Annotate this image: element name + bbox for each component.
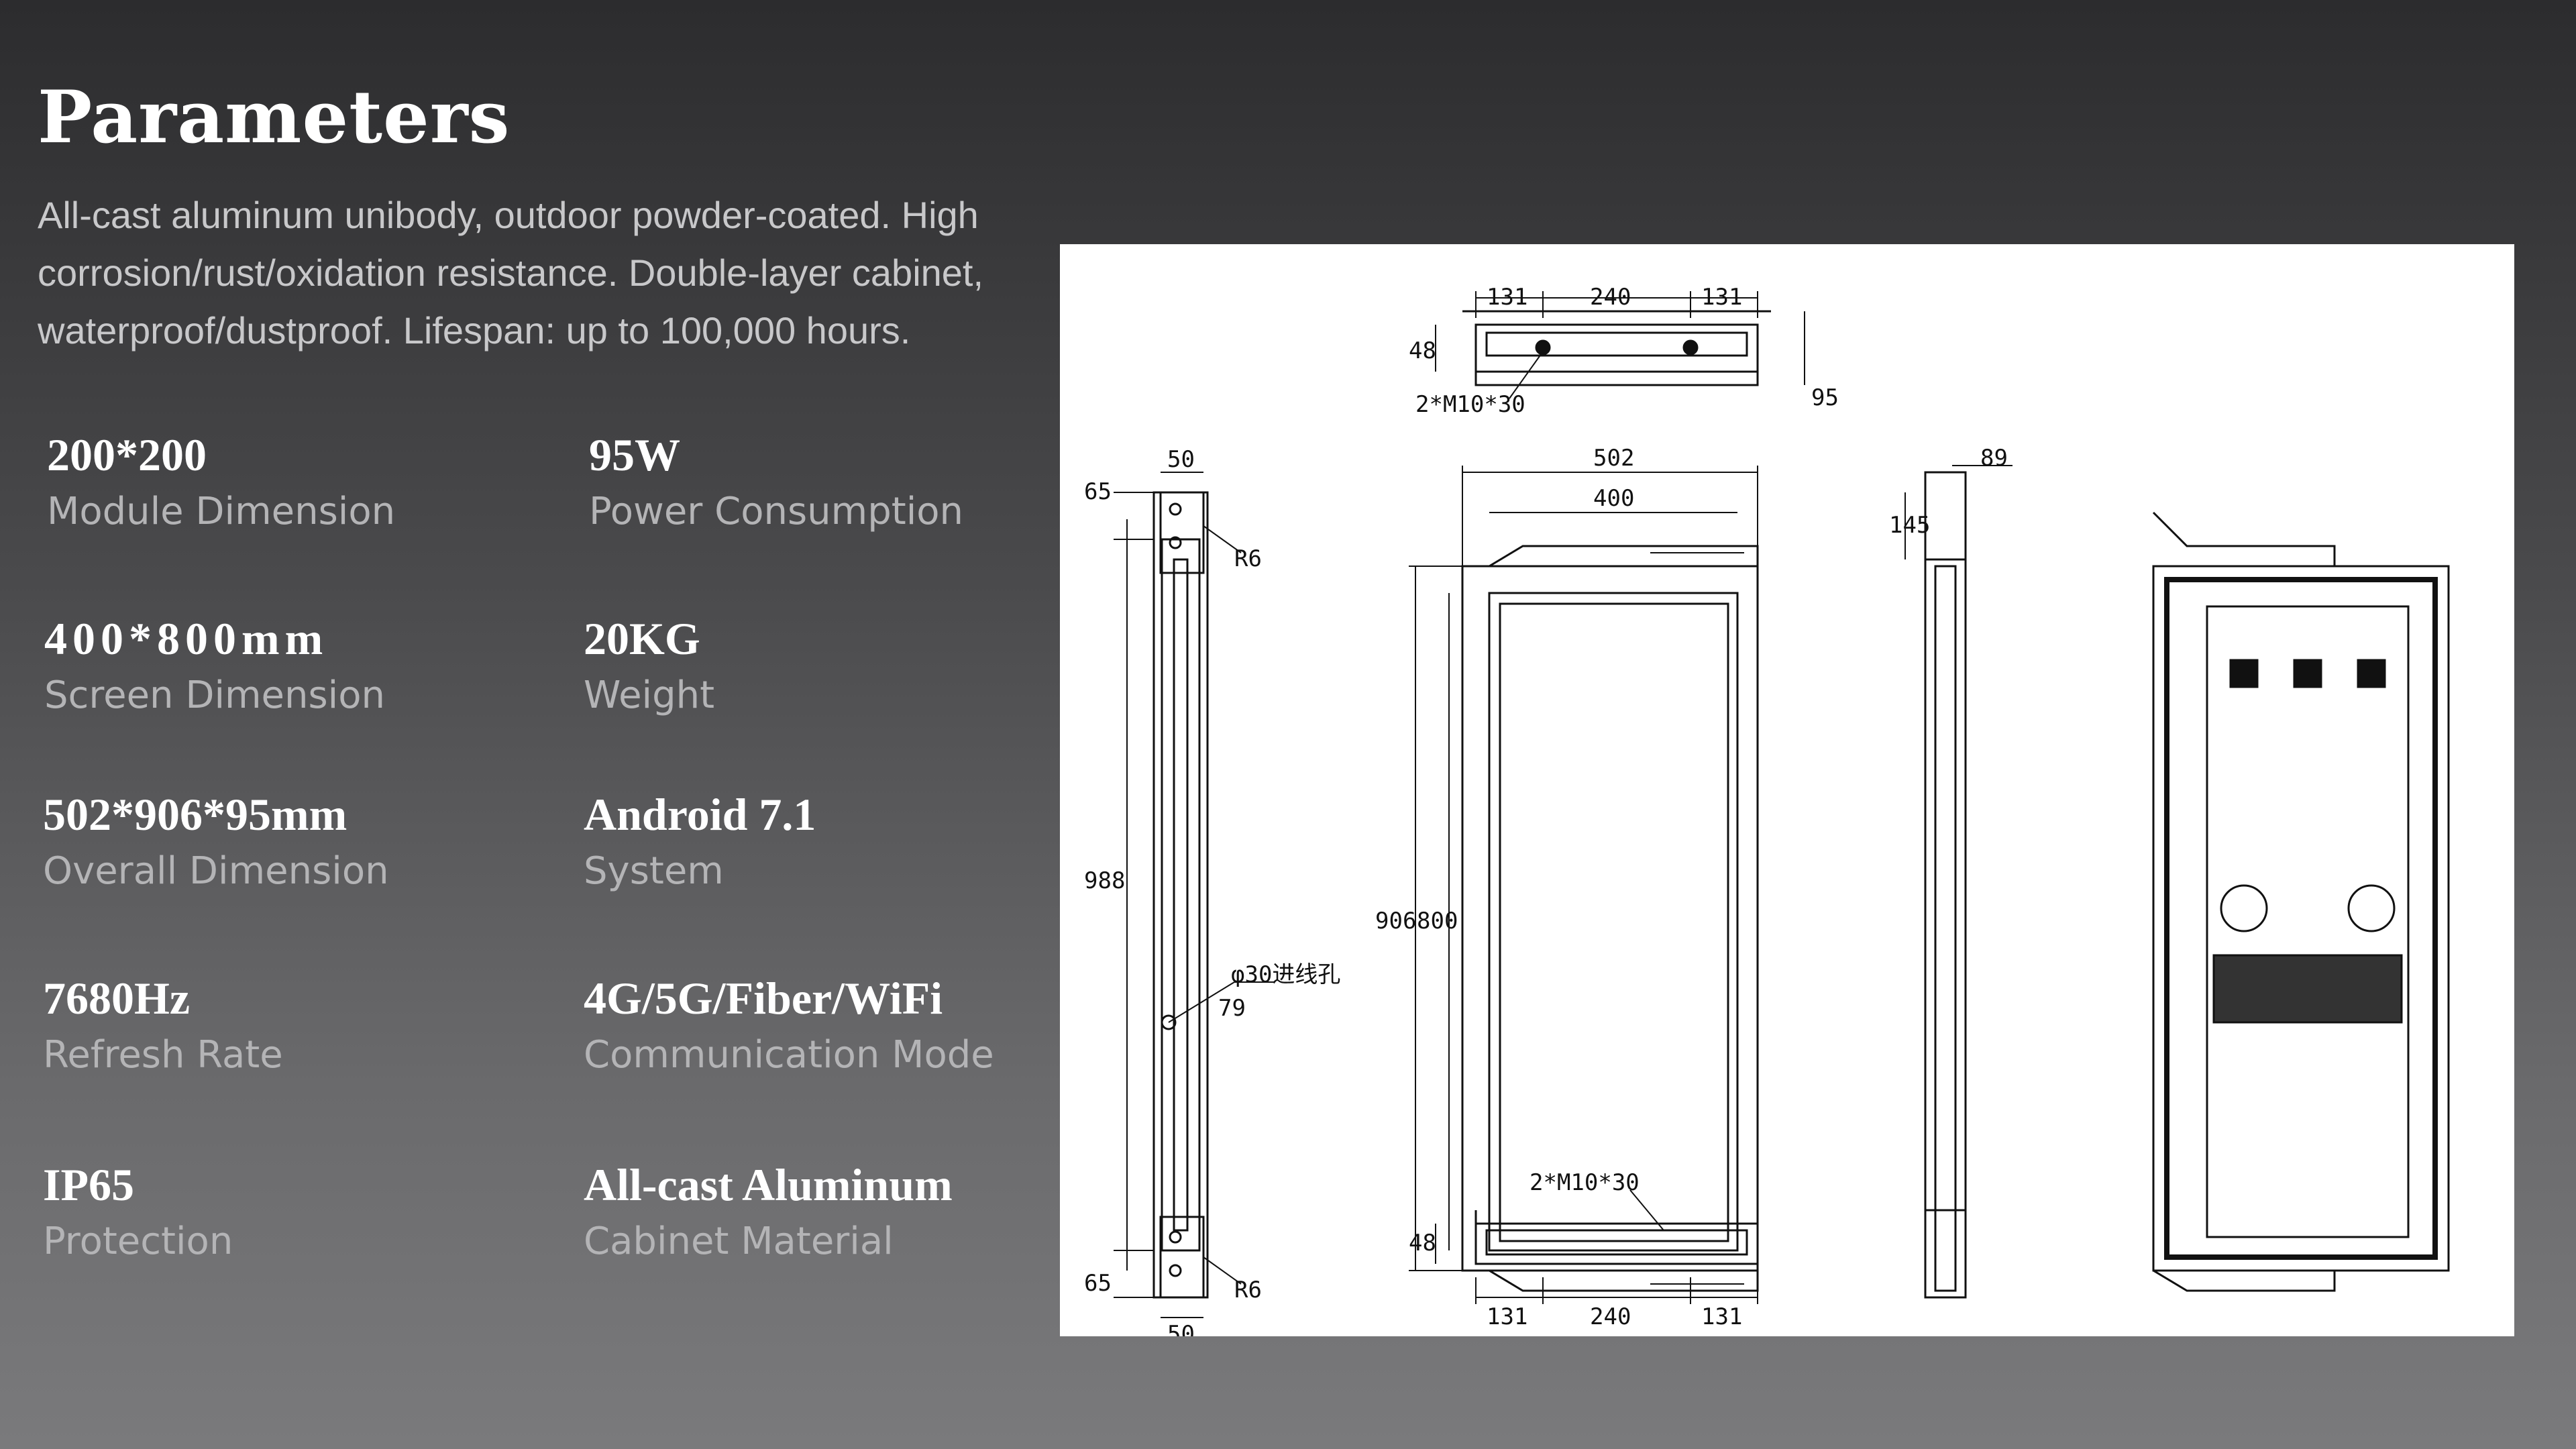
spec-label: Power Consumption <box>589 490 964 533</box>
spec-value: 200*200 <box>47 429 207 480</box>
spec-value: All-cast Aluminum <box>584 1159 953 1210</box>
spec-label: Refresh Rate <box>43 1033 283 1077</box>
side-radius-bottom: R6 <box>1234 1277 1262 1303</box>
spec-system: Android 7.1 System <box>584 786 816 895</box>
spec-label: Protection <box>43 1220 233 1263</box>
side-bracket-height-bottom: 65 <box>1084 1270 1112 1297</box>
spec-label: Screen Dimension <box>44 674 385 717</box>
spec-module-dimension: 200*200 Module Dimension <box>47 427 395 535</box>
spec-label: Module Dimension <box>47 490 396 533</box>
bottom-view <box>1435 1189 1759 1304</box>
bottom-bolt-label: 2*M10*30 <box>1529 1169 1640 1196</box>
spec-protection: IP65 Protection <box>43 1157 233 1265</box>
top-dim-depth: 95 <box>1811 384 1839 411</box>
bottom-dim-middle: 240 <box>1590 1303 1631 1330</box>
rear-view <box>2152 511 2450 1292</box>
side-bracket-width-bottom: 50 <box>1167 1321 1195 1336</box>
front-overall-width: 502 <box>1593 445 1634 472</box>
spec-communication-mode: 4G/5G/Fiber/WiFi Communication Mode <box>584 970 994 1079</box>
spec-value: 7680Hz <box>43 973 191 1024</box>
side-hole-label: φ30进线孔 <box>1231 961 1340 988</box>
spec-screen-dimension: 400*800mm Screen Dimension <box>44 610 385 719</box>
spec-label: System <box>584 849 724 893</box>
top-dim-middle: 240 <box>1590 284 1631 311</box>
top-dim-height: 48 <box>1409 337 1436 364</box>
top-dim-left: 131 <box>1487 284 1527 311</box>
profile-view <box>1904 465 2012 1299</box>
technical-drawing-panel: 131 240 131 48 95 2*M10*30 <box>1060 244 2514 1336</box>
spec-label: Cabinet Material <box>584 1220 894 1263</box>
top-view <box>1435 291 1805 399</box>
spec-value: 20KG <box>584 613 700 664</box>
side-view <box>1114 472 1275 1318</box>
profile-depth: 89 <box>1980 445 2008 472</box>
bottom-dim-right: 131 <box>1701 1303 1742 1330</box>
spec-overall-dimension: 502*906*95mm Overall Dimension <box>43 786 389 895</box>
spec-value: 400*800mm <box>44 613 329 664</box>
profile-bracket: 145 <box>1889 512 1930 539</box>
top-dim-right: 131 <box>1701 284 1742 311</box>
side-hole-offset: 79 <box>1218 995 1246 1022</box>
spec-cabinet-material: All-cast Aluminum Cabinet Material <box>584 1157 953 1265</box>
spec-label: Overall Dimension <box>43 849 389 893</box>
spec-refresh-rate: 7680Hz Refresh Rate <box>43 970 283 1079</box>
spec-value: 502*906*95mm <box>43 789 347 840</box>
front-screen-height: 800 <box>1417 908 1458 934</box>
spec-power-consumption: 95W Power Consumption <box>589 427 963 535</box>
front-overall-height: 906 <box>1375 908 1416 934</box>
bottom-dim-height: 48 <box>1409 1230 1436 1256</box>
technical-drawing: 131 240 131 48 95 2*M10*30 <box>1084 284 2450 1336</box>
front-view <box>1409 466 1759 1292</box>
side-total-height: 988 <box>1084 867 1125 894</box>
side-bracket-height-top: 65 <box>1084 478 1112 505</box>
side-radius-top: R6 <box>1234 545 1262 572</box>
spec-value: 95W <box>589 429 680 480</box>
spec-label: Communication Mode <box>584 1033 994 1077</box>
spec-weight: 20KG Weight <box>584 610 714 719</box>
side-bracket-width-top: 50 <box>1167 446 1195 473</box>
page-title: Parameters <box>38 75 511 160</box>
bottom-dim-left: 131 <box>1487 1303 1527 1330</box>
top-bolt-label: 2*M10*30 <box>1415 391 1525 418</box>
spec-value: Android 7.1 <box>584 789 816 840</box>
spec-value: IP65 <box>43 1159 134 1210</box>
product-description: All-cast aluminum unibody, outdoor powde… <box>38 194 984 352</box>
front-screen-width: 400 <box>1593 485 1634 512</box>
spec-value: 4G/5G/Fiber/WiFi <box>584 973 943 1024</box>
spec-label: Weight <box>584 674 715 717</box>
